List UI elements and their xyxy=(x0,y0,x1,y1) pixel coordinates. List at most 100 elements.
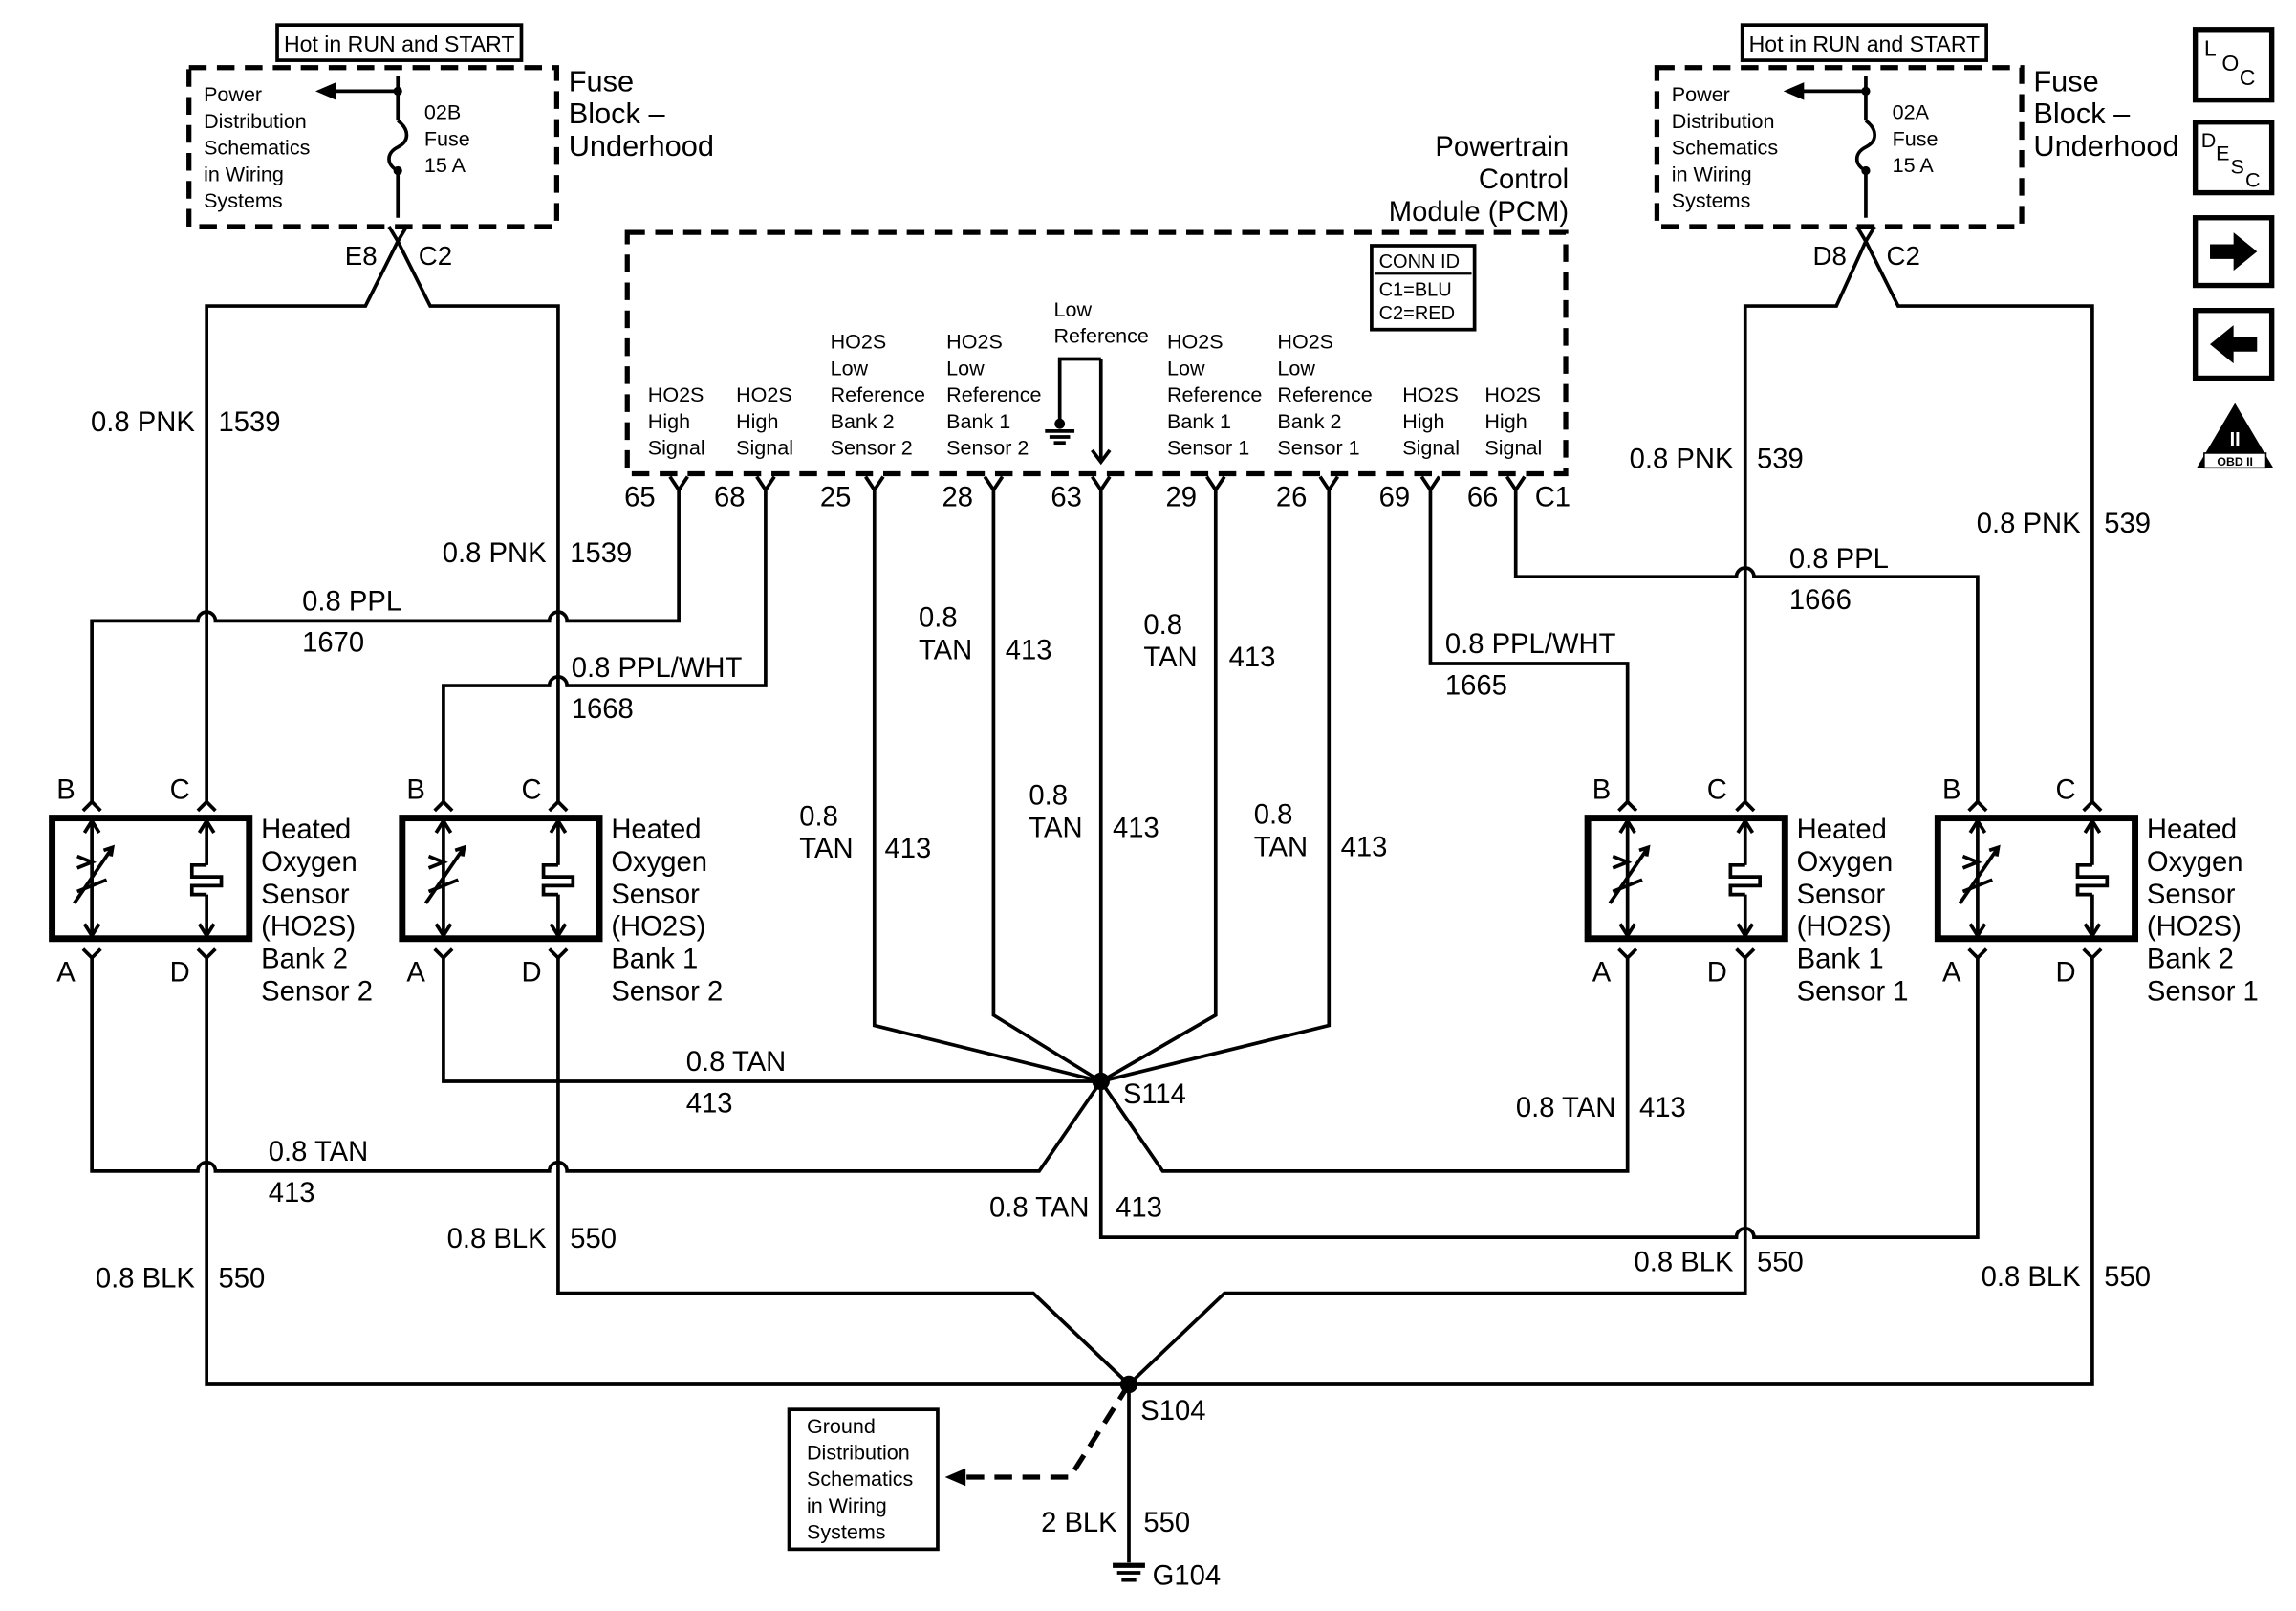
svg-text:TAN: TAN xyxy=(919,635,972,665)
svg-text:Distribution: Distribution xyxy=(807,1442,910,1465)
svg-text:O: O xyxy=(2221,51,2239,76)
svg-text:High: High xyxy=(1484,410,1527,433)
nav-icons[interactable]: L O C D E S C II OBD II xyxy=(2192,27,2275,469)
pin-label: D xyxy=(170,957,190,988)
left-hot-label: Hot in RUN and START xyxy=(284,32,515,56)
sensor-name: Heated Oxygen Sensor (HO2S) Bank 1 Senso… xyxy=(611,815,723,1007)
svg-text:Systems: Systems xyxy=(204,189,283,212)
wire-color: 0.8 PPL/WHT xyxy=(572,653,743,684)
svg-text:Sensor 1: Sensor 1 xyxy=(2147,976,2259,1007)
svg-text:0.8 BLK: 0.8 BLK xyxy=(447,1224,547,1254)
wire-color: 0.8 PNK xyxy=(1977,509,2081,539)
left-fuse-pin: E8 xyxy=(345,241,378,271)
wire-color: 0.8 PPL xyxy=(302,587,401,618)
sensor-name: Heated Oxygen Sensor (HO2S) Bank 2 Senso… xyxy=(2147,815,2259,1007)
svg-text:TAN: TAN xyxy=(1029,814,1082,844)
pin-label: A xyxy=(1942,957,1961,988)
wire-color: 0.8 PPL/WHT xyxy=(1445,629,1616,660)
obd-ii-icon[interactable]: II OBD II xyxy=(2197,403,2274,469)
svg-text:413: 413 xyxy=(885,834,932,864)
svg-text:(HO2S): (HO2S) xyxy=(261,912,356,943)
prev-arrow-icon[interactable] xyxy=(2192,307,2275,381)
svg-text:Distribution: Distribution xyxy=(1672,110,1775,133)
svg-text:Heated: Heated xyxy=(1797,815,1887,845)
svg-text:Bank 1: Bank 1 xyxy=(946,410,1010,433)
svg-text:Sensor 1: Sensor 1 xyxy=(1277,436,1359,459)
svg-text:S: S xyxy=(2231,156,2244,179)
svg-text:Power: Power xyxy=(1672,83,1730,106)
svg-text:(HO2S): (HO2S) xyxy=(611,912,705,943)
sensor-bank2-sensor2: B C A D Heated Oxygen Sensor (HO2S) Bank… xyxy=(49,775,373,1007)
wire-circuit: 1666 xyxy=(1789,585,1852,616)
right-fuse-rating: 02A Fuse 15 A xyxy=(1893,101,1939,177)
svg-text:Module (PCM): Module (PCM) xyxy=(1389,197,1569,228)
splice-s114-label: S114 xyxy=(1123,1079,1186,1110)
svg-text:Sensor: Sensor xyxy=(261,880,350,910)
svg-text:Sensor: Sensor xyxy=(2147,880,2236,910)
svg-text:550: 550 xyxy=(1143,1508,1190,1538)
loc-icon[interactable]: L O C xyxy=(2192,27,2275,103)
right-fuse-conn: C2 xyxy=(1886,241,1919,271)
svg-text:C1=BLU: C1=BLU xyxy=(1379,279,1452,300)
svg-text:0.8 BLK: 0.8 BLK xyxy=(96,1263,195,1294)
svg-text:Sensor: Sensor xyxy=(1797,880,1886,910)
svg-text:0.8: 0.8 xyxy=(1143,610,1182,641)
pin-label: D xyxy=(2055,957,2075,988)
svg-text:HO2S: HO2S xyxy=(1484,383,1541,406)
pin-label: C xyxy=(1707,775,1727,806)
svg-text:Oxygen: Oxygen xyxy=(261,847,357,878)
splice-s104-label: S104 xyxy=(1140,1396,1205,1426)
sensor-bank1-sensor2: B C A D Heated Oxygen Sensor (HO2S) Bank… xyxy=(399,775,723,1007)
svg-text:413: 413 xyxy=(269,1178,315,1208)
svg-text:0.8 BLK: 0.8 BLK xyxy=(1634,1248,1733,1278)
svg-text:Bank 2: Bank 2 xyxy=(2147,945,2234,975)
wire-circuit: 539 xyxy=(2104,509,2151,539)
pin-label: C xyxy=(170,775,190,806)
arrow-left-icon xyxy=(315,82,336,100)
fuse-icon xyxy=(1854,119,1876,173)
svg-text:Low: Low xyxy=(946,357,985,380)
svg-text:Sensor 2: Sensor 2 xyxy=(261,976,373,1007)
wire-circuit: 1668 xyxy=(572,694,634,725)
svg-text:0.8: 0.8 xyxy=(799,801,838,832)
svg-text:Distribution: Distribution xyxy=(204,110,307,133)
wire-circuit: 1665 xyxy=(1445,670,1507,701)
svg-text:Heated: Heated xyxy=(611,815,701,845)
svg-text:TAN: TAN xyxy=(1143,642,1197,673)
svg-text:HO2S: HO2S xyxy=(736,383,792,406)
desc-icon[interactable]: D E S C xyxy=(2192,120,2275,196)
svg-text:413: 413 xyxy=(1113,814,1159,844)
wire-circuit: 1539 xyxy=(218,407,280,438)
svg-text:Schematics: Schematics xyxy=(204,137,310,160)
svg-text:II: II xyxy=(2230,429,2241,450)
svg-text:29: 29 xyxy=(1165,482,1197,512)
svg-text:C2=RED: C2=RED xyxy=(1379,303,1455,324)
svg-text:Sensor 1: Sensor 1 xyxy=(1797,976,1909,1007)
conn-id: CONN ID C1=BLU C2=RED xyxy=(1374,251,1472,324)
svg-text:Sensor 2: Sensor 2 xyxy=(946,436,1029,459)
svg-text:in Wiring: in Wiring xyxy=(807,1494,887,1517)
svg-text:Block –: Block – xyxy=(569,97,666,130)
svg-text:OBD II: OBD II xyxy=(2217,455,2253,468)
svg-text:Bank 1: Bank 1 xyxy=(1797,945,1884,975)
svg-text:0.8: 0.8 xyxy=(1029,781,1068,812)
svg-text:HO2S: HO2S xyxy=(1277,331,1333,354)
svg-text:HO2S: HO2S xyxy=(946,331,1003,354)
svg-text:C: C xyxy=(2245,168,2261,191)
svg-text:2 BLK: 2 BLK xyxy=(1041,1508,1117,1538)
svg-text:63: 63 xyxy=(1051,482,1082,512)
svg-text:0.8: 0.8 xyxy=(919,603,958,634)
next-arrow-icon[interactable] xyxy=(2192,215,2275,289)
left-fuse-block: Hot in RUN and START Power Distribution … xyxy=(186,23,714,802)
svg-text:550: 550 xyxy=(2104,1262,2151,1293)
sensor-name: Heated Oxygen Sensor (HO2S) Bank 1 Senso… xyxy=(1797,815,1909,1007)
ground-g104-icon xyxy=(1113,1562,1145,1582)
svg-text:Systems: Systems xyxy=(807,1521,886,1544)
svg-text:0.8: 0.8 xyxy=(1254,800,1293,831)
svg-text:C1: C1 xyxy=(1535,482,1570,512)
svg-text:Reference: Reference xyxy=(831,383,925,406)
pin-label: C xyxy=(521,775,541,806)
svg-text:Reference: Reference xyxy=(946,383,1041,406)
arrow-left-icon xyxy=(944,1468,966,1487)
svg-text:Low: Low xyxy=(1167,357,1205,380)
